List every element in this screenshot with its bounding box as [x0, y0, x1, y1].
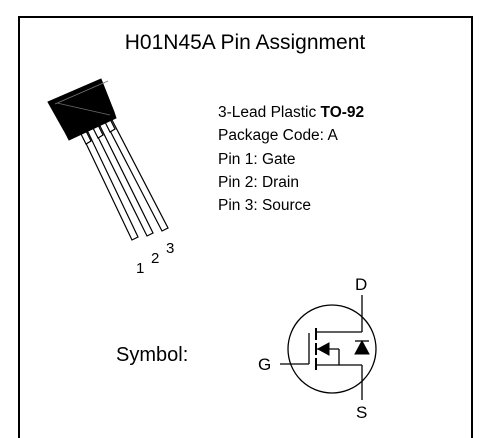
package-code: Package Code: A	[218, 127, 338, 145]
pin-3-description: Pin 3: Source	[218, 197, 312, 215]
package-body-underside	[65, 111, 117, 141]
drain-terminal-label: D	[355, 275, 367, 294]
package-molding-line	[56, 102, 111, 116]
lead-number-1: 1	[136, 260, 144, 277]
pin-1-description: Pin 1: Gate	[218, 150, 296, 168]
package-body	[47, 78, 115, 135]
lead-number-3: 3	[166, 240, 174, 257]
mosfet-circle	[287, 304, 377, 394]
gate-terminal-label: G	[258, 355, 271, 374]
lead-number-2: 2	[151, 250, 159, 267]
body-arrow	[316, 342, 330, 356]
package-name: TO-92	[320, 104, 365, 121]
to92-package-illustration	[47, 78, 169, 241]
package-flat-face-edge	[54, 80, 109, 105]
body-diode	[354, 339, 370, 355]
pin-2-description: Pin 2: Drain	[218, 173, 299, 191]
diagram-title: H01N45A Pin Assignment	[124, 31, 366, 54]
package-type-prefix: 3-Lead Plastic	[218, 104, 321, 121]
package-type-line: 3-Lead Plastic TO-92	[218, 101, 364, 124]
symbol-label: Symbol:	[116, 344, 189, 366]
package-leads	[81, 119, 169, 241]
diagram-frame	[18, 16, 473, 438]
source-terminal-label: S	[356, 403, 367, 422]
package-info: 3-Lead Plastic TO-92 Package Code: A Pin…	[218, 101, 364, 217]
